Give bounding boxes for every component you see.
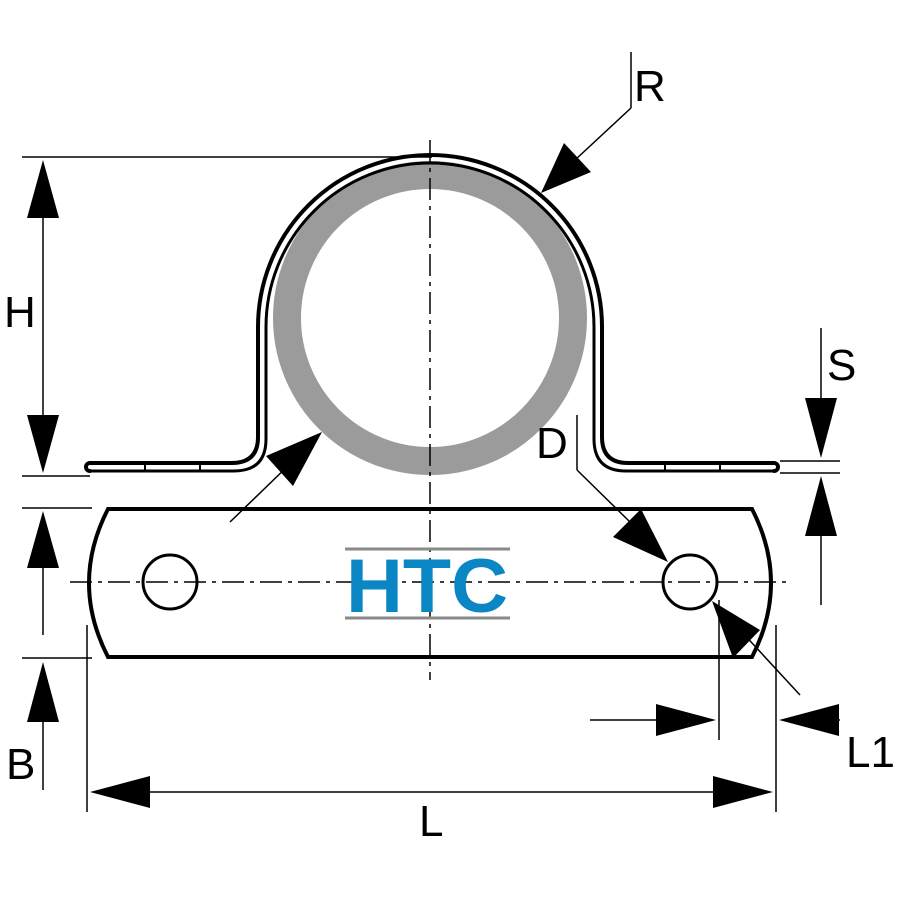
h-label: H: [4, 288, 36, 337]
logo-text: HTC: [346, 544, 508, 629]
l-arrow-right: [713, 776, 773, 808]
dimension-b: [22, 507, 92, 790]
dimension-s: [780, 328, 840, 605]
d-arrow-top: [613, 509, 668, 562]
dimension-l: [86, 625, 777, 812]
htc-logo: HTC: [345, 544, 510, 629]
d-leader-line: [576, 469, 631, 523]
clamp-strap-inner: [88, 161, 776, 473]
s-arrow-top: [805, 398, 837, 458]
l1-arrow-right: [779, 704, 839, 736]
b-arrow-top: [27, 511, 59, 568]
s-label: S: [827, 341, 856, 390]
b-arrow-bottom: [27, 662, 59, 722]
b-label: B: [6, 740, 35, 789]
l1-label: L1: [846, 728, 895, 777]
r-leader-line: [574, 107, 632, 161]
clamp-strap-end-left: [84, 461, 92, 473]
r-label: R: [634, 62, 666, 111]
dimension-l1: [590, 600, 840, 740]
dimension-r: [541, 52, 632, 193]
clamp-strap-outer: [88, 153, 776, 465]
clamp-strap: [84, 153, 780, 473]
l1-arrow-left: [656, 704, 716, 736]
clamp-strap-end-right: [772, 461, 780, 473]
h-arrow-top: [27, 160, 59, 218]
r-arrow: [541, 143, 591, 193]
base-plate: [87, 507, 773, 659]
inner-diameter-leader: [229, 432, 322, 523]
clamp-strap-ticks: [144, 462, 721, 472]
h-arrow-bottom: [27, 415, 59, 473]
s-arrow-bottom: [805, 476, 837, 536]
l-label: L: [419, 797, 443, 846]
center-lines: [70, 140, 790, 680]
l-arrow-left: [90, 776, 150, 808]
inner-leader-arrow: [266, 432, 322, 486]
dimension-h: [22, 156, 432, 477]
dimension-d: [576, 415, 801, 696]
d-label: D: [536, 419, 568, 468]
d-lower-leader-line: [739, 629, 801, 696]
d-arrow-bottom: [712, 601, 760, 658]
